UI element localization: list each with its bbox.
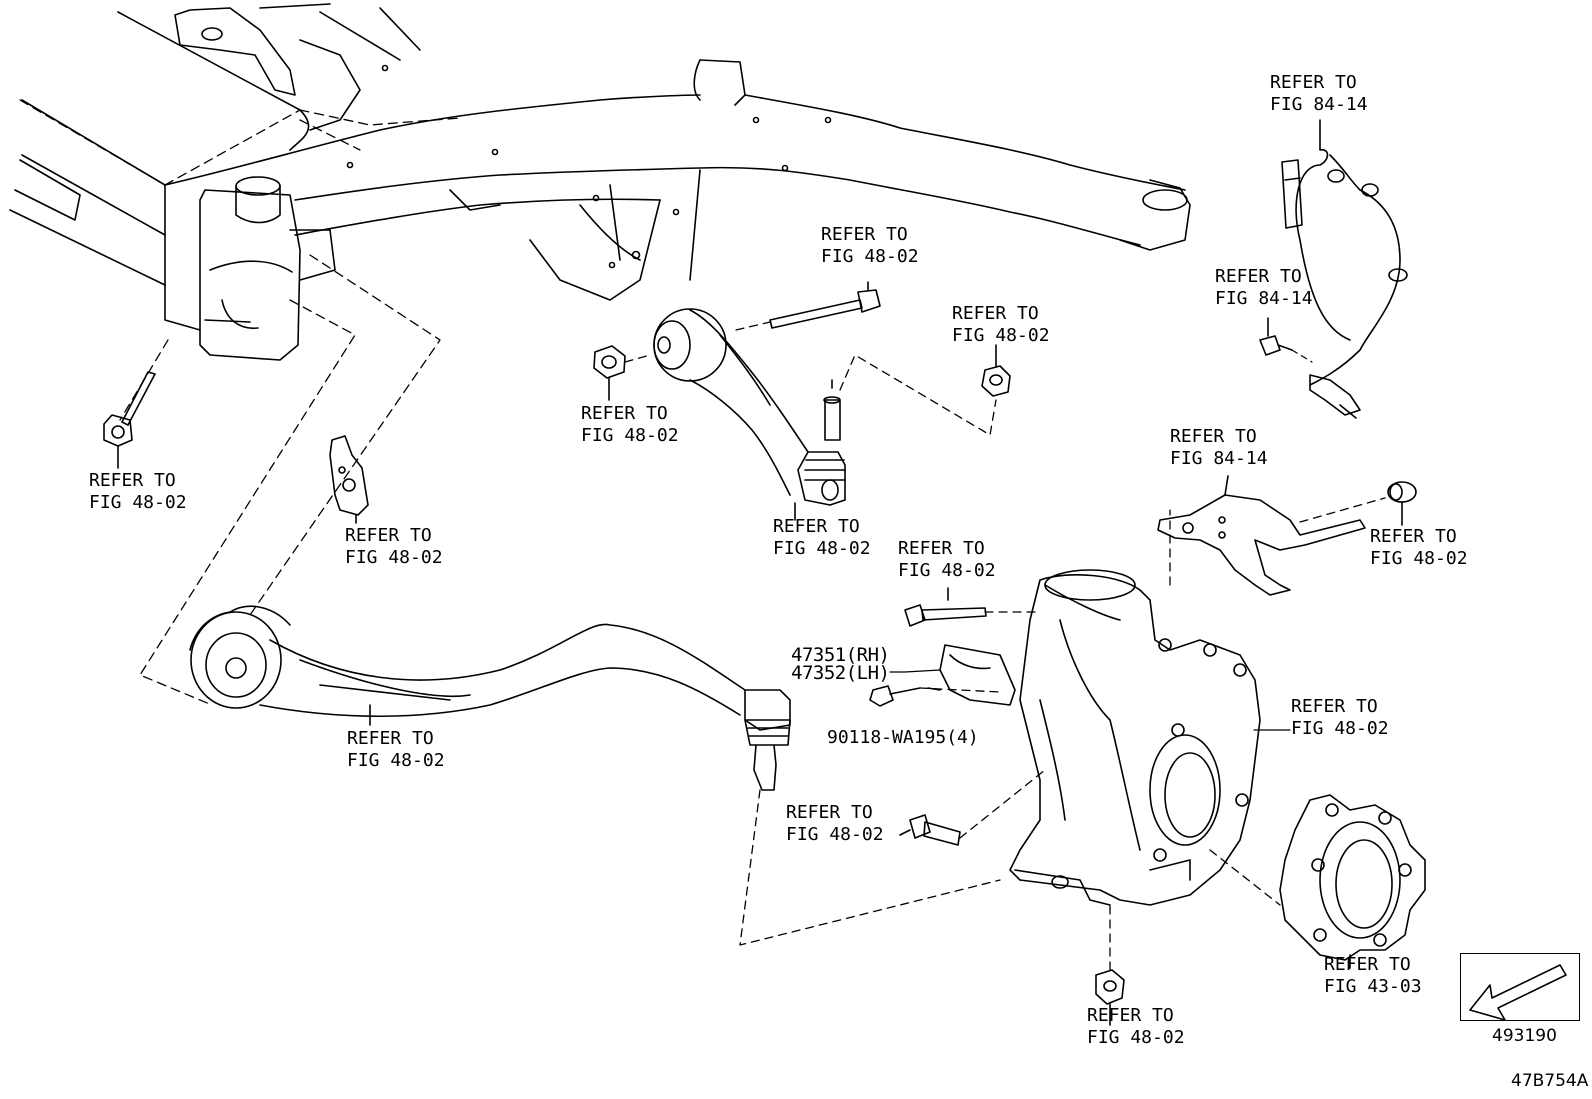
refer-fig-48-02-pinch-bolt: REFER TO FIG 48-02 <box>786 802 884 846</box>
figure-ref: FIG 48-02 <box>1291 718 1389 739</box>
steering-knuckle <box>1009 569 1261 906</box>
figure-ref: FIG 48-02 <box>345 547 443 568</box>
figure-ref: FIG 43-03 <box>1324 976 1422 997</box>
knuckle-leaders <box>919 509 1171 971</box>
refer-to-text: REFER TO <box>1291 696 1378 717</box>
upper-arm-bolt <box>769 281 881 329</box>
refer-to-text: REFER TO <box>821 224 908 245</box>
refer-to-text: REFER TO <box>773 516 860 537</box>
small-bracket <box>329 435 369 524</box>
front-subframe <box>9 3 1191 361</box>
abs-leaders <box>1291 349 1313 363</box>
knuckle-small-bolt <box>869 685 921 707</box>
refer-to-text: REFER TO <box>1370 526 1457 547</box>
refer-fig-48-02-knuckle: REFER TO FIG 48-02 <box>1291 696 1389 740</box>
figure-ref: FIG 48-02 <box>1087 1027 1185 1048</box>
figure-ref: FIG 48-02 <box>898 560 996 581</box>
figure-ref: FIG 48-02 <box>821 246 919 267</box>
refer-fig-84-14-sensor-bolt: REFER TO FIG 84-14 <box>1215 266 1313 310</box>
bracket-leaders <box>1299 497 1386 523</box>
refer-fig-48-02-bracket: REFER TO FIG 48-02 <box>345 525 443 569</box>
bracket-bushing <box>1387 481 1417 526</box>
refer-to-text: REFER TO <box>952 303 1039 324</box>
knuckle-bottom-nut <box>1095 969 1125 1026</box>
illustration-number: 493190 <box>1492 1026 1557 1046</box>
part-leaders <box>889 669 1291 731</box>
part-number-lh[interactable]: 47352(LH) <box>791 662 890 684</box>
figure-ref: FIG 48-02 <box>347 750 445 771</box>
knuckle-bracket <box>927 644 1016 706</box>
knuckle-upper-bolt <box>904 587 987 627</box>
refer-to-text: REFER TO <box>786 802 873 823</box>
figure-ref: FIG 48-02 <box>773 538 871 559</box>
frame-bolt <box>103 371 156 469</box>
knuckle-pinch-bolt <box>899 814 961 846</box>
refer-fig-48-02-frame-bolt: REFER TO FIG 48-02 <box>89 470 187 514</box>
part-number-knuckle[interactable]: 47351(RH) 47352(LH) <box>791 644 890 684</box>
figure-ref: FIG 48-02 <box>89 492 187 513</box>
upper-arm-nut <box>593 345 626 401</box>
refer-fig-84-14-sensor-top: REFER TO FIG 84-14 <box>1270 72 1368 116</box>
figure-ref: FIG 48-02 <box>1370 548 1468 569</box>
refer-to-text: REFER TO <box>1087 1005 1174 1026</box>
refer-to-text: REFER TO <box>1170 426 1257 447</box>
figure-ref: FIG 84-14 <box>1170 448 1268 469</box>
refer-fig-48-02-upper-arm: REFER TO FIG 48-02 <box>773 516 871 560</box>
frame-leader-lines <box>19 99 461 706</box>
refer-fig-43-03-hub: REFER TO FIG 43-03 <box>1324 954 1422 998</box>
refer-to-text: REFER TO <box>581 403 668 424</box>
refer-fig-48-02-knuckle-bolt: REFER TO FIG 48-02 <box>898 538 996 582</box>
upper-control-arm <box>653 308 846 521</box>
figure-ref: FIG 84-14 <box>1215 288 1313 309</box>
abs-sensor-bolt <box>1259 317 1293 356</box>
refer-fig-48-02-bottom-nut: REFER TO FIG 48-02 <box>1087 1005 1185 1049</box>
figure-ref: FIG 84-14 <box>1270 94 1368 115</box>
ball-joint-nut <box>981 344 1011 397</box>
refer-to-text: REFER TO <box>345 525 432 546</box>
refer-to-text: REFER TO <box>1324 954 1411 975</box>
refer-fig-48-02-nut-right: REFER TO FIG 48-02 <box>952 303 1050 347</box>
figure-ref: FIG 48-02 <box>952 325 1050 346</box>
view-direction-arrow <box>1469 964 1567 1021</box>
view-direction-box <box>1460 953 1580 1021</box>
upper-arm-leaders <box>624 321 997 436</box>
figure-code: 47B754A <box>1511 1071 1589 1091</box>
sensor-bracket <box>1157 475 1366 596</box>
abs-sensor-harness <box>1281 119 1408 419</box>
refer-to-text: REFER TO <box>1270 72 1357 93</box>
refer-to-text: REFER TO <box>1215 266 1302 287</box>
refer-fig-48-02-nut-left: REFER TO FIG 48-02 <box>581 403 679 447</box>
figure-ref: FIG 48-02 <box>786 824 884 845</box>
figure-ref: FIG 48-02 <box>581 425 679 446</box>
refer-fig-48-02-bushing: REFER TO FIG 48-02 <box>1370 526 1468 570</box>
part-number-rh[interactable]: 47351(RH) <box>791 644 890 666</box>
wheel-hub <box>1279 794 1426 969</box>
part-number-bolt[interactable]: 90118-WA195(4) <box>827 727 979 748</box>
lower-control-arm <box>189 605 791 791</box>
refer-fig-48-02-upper-bolt: REFER TO FIG 48-02 <box>821 224 919 268</box>
refer-to-text: REFER TO <box>898 538 985 559</box>
refer-fig-84-14-bracket: REFER TO FIG 84-14 <box>1170 426 1268 470</box>
refer-fig-48-02-lower-arm: REFER TO FIG 48-02 <box>347 728 445 772</box>
lower-arm-leaders <box>739 789 1001 946</box>
refer-to-text: REFER TO <box>89 470 176 491</box>
refer-to-text: REFER TO <box>347 728 434 749</box>
hub-leader <box>1209 849 1281 906</box>
